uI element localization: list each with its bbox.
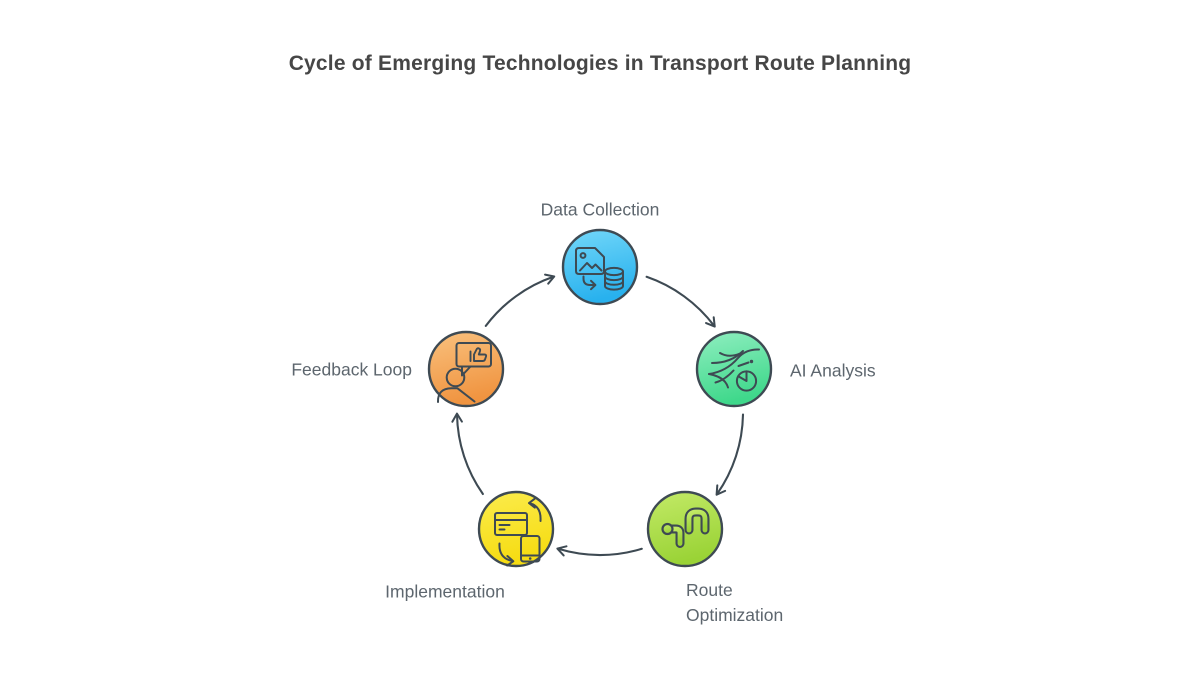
node-circle (477, 490, 555, 568)
node-label-implementation: Implementation (385, 581, 505, 602)
arrow-data-collection-to-ai-analysis (645, 275, 716, 328)
node-ai-analysis (695, 330, 773, 408)
cycle-arrows (451, 273, 745, 557)
page-title: Cycle of Emerging Technologies in Transp… (288, 52, 912, 75)
arrow-feedback-loop-to-data-collection (484, 273, 556, 327)
node-label-data-collection: Data Collection (540, 199, 660, 220)
image-to-database-icon (575, 247, 624, 291)
arrow-ai-analysis-to-route-optimization (715, 413, 745, 496)
node-circle (427, 330, 505, 408)
node-label-route-optimization: Route Optimization (686, 580, 784, 625)
arrow-implementation-to-feedback-loop (451, 412, 484, 496)
node-implementation (477, 490, 555, 568)
route-icon (661, 507, 710, 548)
arrow-route-optimization-to-implementation (556, 545, 643, 557)
node-circle (561, 228, 639, 306)
node-route-optimization (646, 490, 724, 568)
person-feedback-icon (436, 342, 492, 403)
node-label-feedback-loop: Feedback Loop (291, 359, 412, 380)
node-data-collection (561, 228, 639, 306)
data-streams-pie-icon (708, 348, 760, 392)
devices-sync-icon (494, 497, 542, 567)
node-feedback-loop (427, 330, 505, 408)
node-label-ai-analysis: AI Analysis (790, 360, 876, 381)
node-circle (695, 330, 773, 408)
